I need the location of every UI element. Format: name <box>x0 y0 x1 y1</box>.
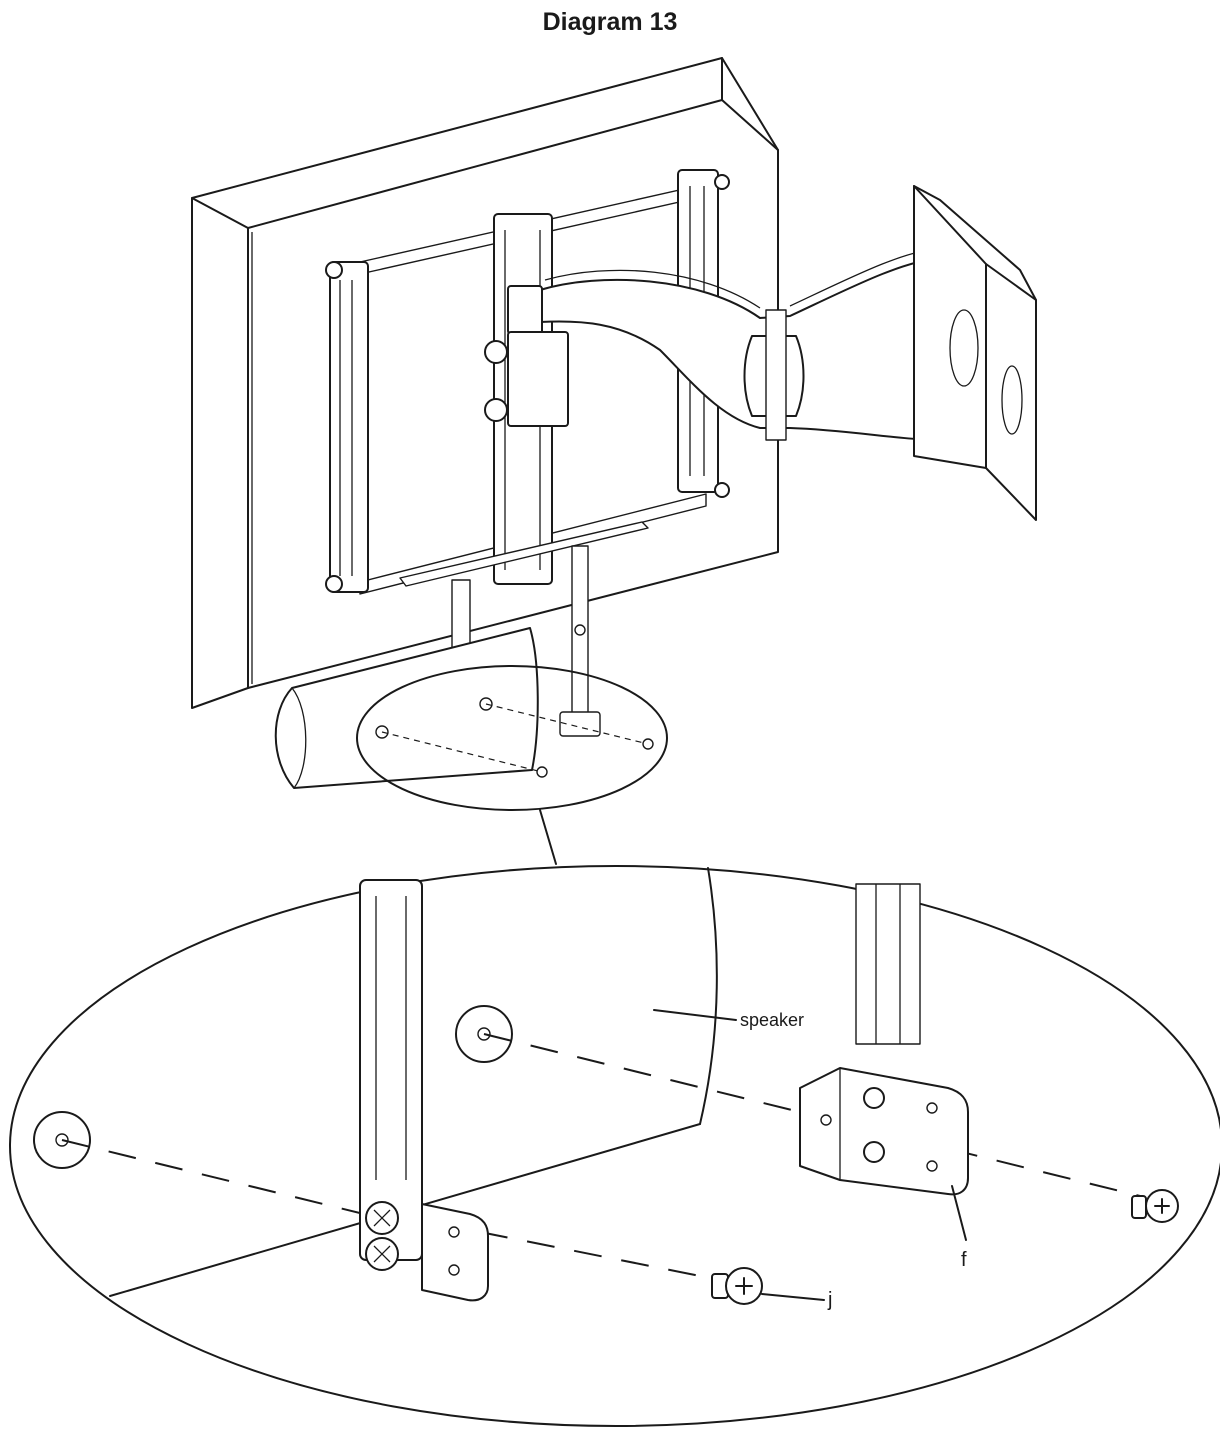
label-speaker: speaker <box>740 1010 804 1030</box>
screw-j-left <box>711 1267 763 1305</box>
label-f: f <box>961 1249 967 1271</box>
bracket-f <box>799 1067 969 1196</box>
articulating-arm <box>484 247 941 441</box>
diagram-title: Diagram 13 <box>542 8 678 36</box>
callout-speaker: speaker <box>653 1009 804 1030</box>
callout-f: f <box>951 1185 967 1271</box>
magnify-circle-small <box>356 665 668 811</box>
detail-strap-left <box>359 879 489 1302</box>
left-vertical-bracket <box>325 261 369 593</box>
label-j: j <box>827 1289 832 1311</box>
callout-j: j <box>761 1289 832 1311</box>
tv-plate <box>913 185 1037 521</box>
detail-strap-right <box>799 883 969 1196</box>
magnify-circle-large <box>9 865 1220 1427</box>
magnify-connector <box>539 809 557 865</box>
screw-j-right <box>1131 1189 1179 1223</box>
